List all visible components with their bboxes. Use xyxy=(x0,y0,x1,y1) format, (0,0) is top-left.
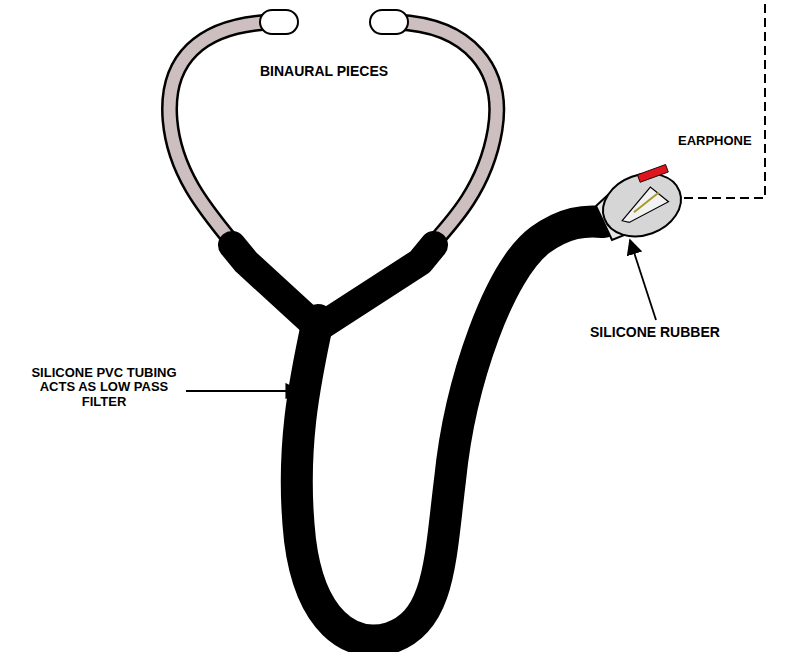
ear-tip xyxy=(370,10,408,34)
ear-tip xyxy=(260,10,298,34)
earphone-wire xyxy=(684,0,765,198)
leader-arrow xyxy=(630,240,656,320)
part-label: BINAURAL PIECES xyxy=(258,64,390,79)
part-label: SILICONE RUBBER xyxy=(588,325,722,340)
leader-arrow xyxy=(184,390,300,392)
part-label: SILICONE PVC TUBING ACTS AS LOW PASS FIL… xyxy=(22,366,186,409)
part-label: EARPHONE xyxy=(676,134,754,148)
binaural-tubes xyxy=(170,22,497,258)
earphone-chestpiece xyxy=(594,163,690,247)
tubing xyxy=(297,221,603,640)
